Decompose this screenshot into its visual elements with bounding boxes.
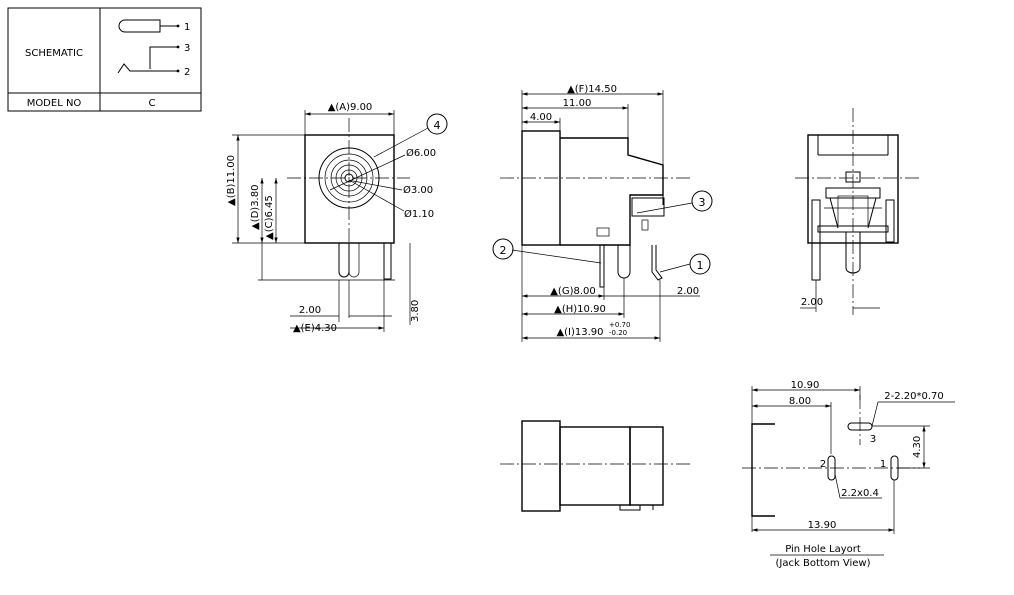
dim-430-label: 4.30 [912,436,923,458]
tol-minus-label: -0.20 [609,329,627,337]
slot-2-label: 2 [820,459,826,470]
model-value: C [149,98,156,109]
dim-1390-label: 13.90 [808,520,837,531]
dia-inner-label: Ø1.10 [404,208,434,220]
dim-f-label: ▲(F)14.50 [567,84,617,95]
callout-2: 2 [500,244,507,257]
dim-22x04-label: 2.2x0.4 [841,488,879,499]
slot-1-label: 1 [880,459,886,470]
slot-3 [847,422,873,431]
slot-3-label: 3 [870,434,876,445]
callout-1: 1 [697,259,704,272]
front-view: ▲(A)9.00 ▲(B)11.00 ▲(D)3.80 ▲(C)6.45 3.8… [226,102,448,334]
rear-contact-mechanism [811,171,895,281]
dim-e-label: ▲(E)4.30 [293,323,337,334]
pin-3-label: 3 [184,43,190,54]
schematic-table: SCHEMATIC MODEL NO C 1 3 2 [7,7,202,112]
side-view: ▲(F)14.50 11.00 4.00 ▲(G)8.00 2.00 ▲(H)1… [492,84,713,342]
pin-2-label: 2 [184,67,190,78]
front-jack-rings [318,147,380,209]
dim-b-label: ▲(B)11.00 [226,155,237,206]
rear-view: 2.00 [795,108,922,315]
jack-schematic-symbol [117,19,180,74]
schematic-label: SCHEMATIC [25,48,83,59]
pin-1-label: 1 [184,22,190,33]
bottom-view [500,420,690,512]
dim-c-label: ▲(C)6.45 [264,195,275,240]
dim-pin-spacing-label: 2.00 [299,305,321,316]
slot-2 [827,455,836,481]
callout-3: 3 [699,196,706,209]
rear-dim-label: 2.00 [801,297,823,308]
pin-hole-layout: 3 2 1 10.90 8.00 2-2.20*0.70 4.30 2.2x0.… [742,380,955,569]
pin-layout-caption: Pin Hole Layort [785,544,861,555]
dim-800-label: 8.00 [789,396,811,407]
tol-plus-label: +0.70 [609,321,630,329]
dim-h-label: ▲(H)10.90 [554,304,606,315]
dim-1090-label: 10.90 [791,380,820,391]
dim-body-label: 11.00 [563,98,592,109]
dia-mid-label: Ø3.00 [403,184,433,196]
dim-a-label: ▲(A)9.00 [328,102,373,113]
slot-spec-label: 2-2.20*0.70 [884,391,944,402]
dim-i-label: ▲(I)13.90 [556,327,603,338]
dim-pin-length-label: 3.80 [410,300,421,322]
model-label: MODEL NO [27,98,82,109]
dim-front-label: 4.00 [530,112,552,123]
callout-4: 4 [434,119,441,132]
pin-layout-subcaption: (Jack Bottom View) [776,558,871,569]
dim-g-label: ▲(G)8.00 [550,286,596,297]
dim-d-label: ▲(D)3.80 [250,185,261,230]
dia-outer-label: Ø6.00 [406,147,436,159]
dim-pin-gap-label: 2.00 [677,286,699,297]
